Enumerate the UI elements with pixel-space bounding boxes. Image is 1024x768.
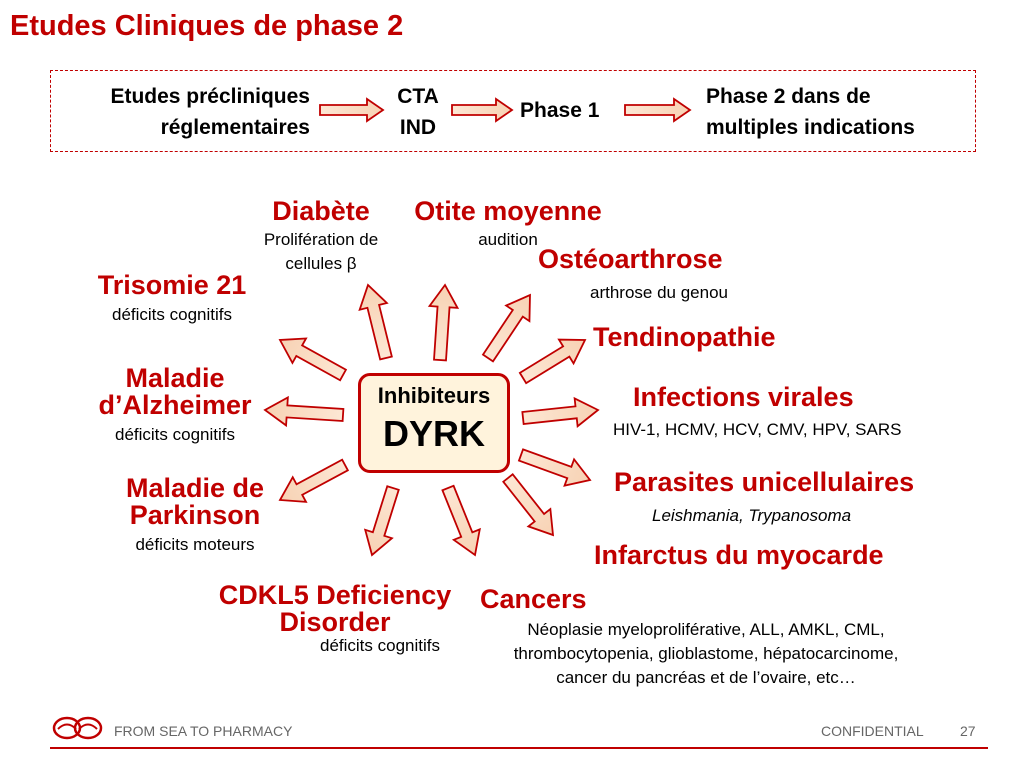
indication-otite-detail: audition	[478, 230, 538, 249]
pipeline-step-preclinical-line2: réglementaires	[160, 116, 310, 139]
indication-infarctus-name: Infarctus du myocarde	[594, 540, 884, 570]
indication-parkinson: Maladie de Parkinson déficits moteurs	[110, 475, 280, 557]
indication-cdkl5: CDKL5 Deficiency Disorder	[200, 582, 470, 636]
indication-otite: Otite moyenne audition	[408, 198, 608, 252]
indication-diabete: Diabète Prolifération de cellules β	[258, 198, 384, 276]
indication-osteo-detail: arthrose du genou	[590, 283, 728, 302]
arrow-to-trisomie	[278, 337, 348, 382]
indication-parasites-detail: Leishmania, Trypanosoma	[652, 506, 852, 525]
arrow-to-infarctus	[502, 473, 555, 537]
arrow-to-alzheimer	[263, 395, 345, 428]
pipeline-step-ind: IND	[399, 116, 437, 139]
footer-confidential: CONFIDENTIAL	[821, 723, 924, 739]
indication-cancers-name: Cancers	[480, 584, 587, 614]
indication-cancers-detail-3: cancer du pancréas et de l’ovaire, etc…	[556, 668, 856, 687]
indication-cancers-detail-2: thrombocytopenia, glioblastome, hépatoca…	[513, 644, 899, 663]
pipeline-arrow-2	[451, 97, 514, 123]
indication-cancers-detail: Néoplasie myeloproliférative, ALL, AMKL,…	[486, 618, 926, 690]
indication-parasites-name: Parasites unicellulaires	[614, 467, 915, 497]
center-line2: DYRK	[382, 413, 485, 454]
arrow-to-diabete	[358, 283, 393, 361]
pipeline-step-phase1: Phase 1	[520, 99, 600, 122]
indication-cdkl5-detail: déficits cognitifs	[320, 636, 440, 655]
arrow-to-cdkl5	[363, 485, 400, 557]
indication-diabete-name: Diabète	[272, 196, 370, 226]
indication-osteo-name: Ostéoarthrose	[538, 244, 723, 274]
arrow-to-infections	[521, 396, 600, 428]
pipeline-arrow-3	[624, 97, 692, 123]
pipeline-step-cta: CTA	[397, 85, 439, 108]
slide-title: Etudes Cliniques de phase 2	[10, 10, 404, 42]
indication-alzheimer-detail: déficits cognitifs	[115, 425, 235, 444]
pipeline-step-cta-ind: CTA IND	[390, 81, 446, 143]
indication-tendinopathie-name: Tendinopathie	[593, 322, 776, 352]
indication-trisomie-detail: déficits cognitifs	[112, 305, 232, 324]
company-logo	[50, 713, 106, 743]
pipeline-step-phase2: Phase 2 dans de multiples indications	[706, 81, 915, 143]
indication-alzheimer: Maladie d’Alzheimer déficits cognitifs	[80, 365, 270, 447]
center-line1: Inhibiteurs	[377, 383, 491, 408]
indication-alzheimer-name-1: Maladie	[125, 363, 225, 393]
indication-cdkl5-name-2: Disorder	[279, 607, 391, 637]
indication-cancers-detail-1: Néoplasie myeloproliférative, ALL, AMKL,…	[527, 620, 885, 639]
indication-diabete-detail-1: Prolifération de	[263, 230, 379, 249]
arrow-to-cancers	[441, 484, 481, 557]
indication-alzheimer-name-2: d’Alzheimer	[98, 390, 252, 420]
arrow-to-otite	[427, 283, 460, 362]
indication-infections-detail: HIV-1, HCMV, HCV, CMV, HPV, SARS	[613, 420, 902, 439]
pipeline-arrow-1	[319, 97, 385, 123]
arrow-to-parkinson	[278, 458, 350, 503]
footer-page-number: 27	[960, 723, 976, 739]
arrow-to-tendinopathie	[518, 338, 587, 385]
indication-cdkl5-name-1: CDKL5 Deficiency	[218, 580, 452, 610]
indication-trisomie-name: Trisomie 21	[97, 270, 247, 300]
indication-otite-name: Otite moyenne	[414, 196, 602, 226]
footer-brand: FROM SEA TO PHARMACY	[114, 723, 293, 739]
footer-divider	[50, 747, 988, 749]
indication-infections-name: Infections virales	[633, 382, 854, 412]
pipeline-step-phase2-line2: multiples indications	[706, 116, 915, 139]
indication-diabete-detail-2: cellules β	[285, 254, 357, 273]
indication-trisomie: Trisomie 21 déficits cognitifs	[86, 272, 258, 327]
indication-parkinson-detail: déficits moteurs	[135, 535, 255, 554]
arrow-to-parasites	[517, 448, 592, 487]
pipeline-step-preclinical-line1: Etudes précliniques	[110, 85, 310, 108]
dyrk-inhibitors-box: Inhibiteurs DYRK	[358, 373, 510, 473]
pipeline-step-phase2-line1: Phase 2 dans de	[706, 85, 871, 108]
pipeline-box	[50, 70, 976, 152]
indication-parkinson-name-1: Maladie de	[125, 473, 265, 503]
arrow-to-osteoarthrose	[481, 293, 531, 363]
pipeline-step-preclinical: Etudes précliniques réglementaires	[66, 81, 310, 143]
indication-parkinson-name-2: Parkinson	[129, 500, 261, 530]
